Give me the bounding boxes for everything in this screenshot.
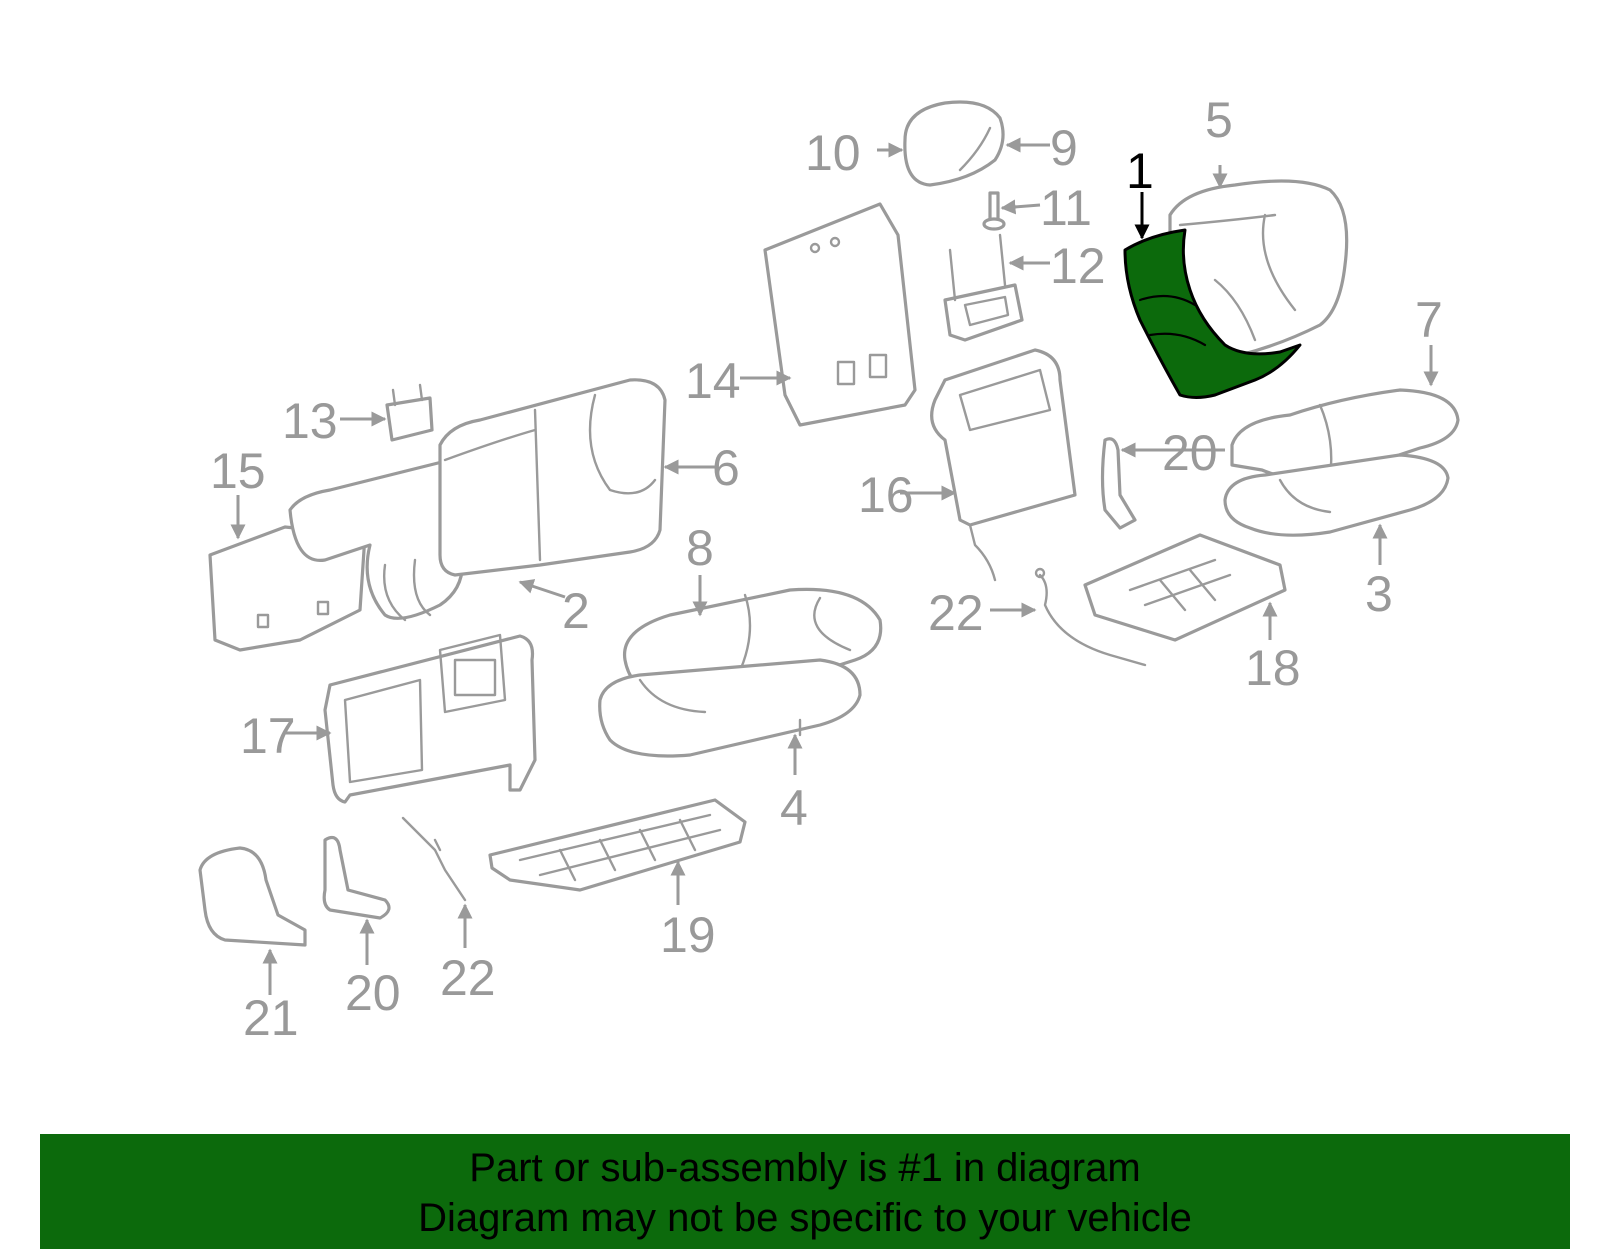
- callout-13[interactable]: 13: [282, 393, 338, 449]
- callout-20-right[interactable]: 20: [1162, 425, 1218, 481]
- banner-part-note: Part or sub-assembly is #1 in diagram: [469, 1146, 1141, 1190]
- callout-20-left[interactable]: 20: [345, 965, 401, 1021]
- callout-8[interactable]: 8: [686, 520, 714, 576]
- part-lever-right: [1100, 437, 1137, 530]
- callout-18[interactable]: 18: [1245, 640, 1301, 696]
- part-seat-pan-left: [488, 798, 747, 892]
- part-clip: [385, 383, 434, 442]
- leader-lines: [230, 137, 1439, 995]
- callout-4[interactable]: 4: [780, 780, 808, 836]
- callout-14[interactable]: 14: [685, 353, 741, 409]
- part-back-panel: [763, 202, 917, 427]
- callouts: 1 2 3 4 5 6 7 8 9 10 11 12 13 14 15 16 1…: [210, 92, 1443, 1046]
- part-side-cover: [198, 846, 307, 947]
- part-seat-back-cover: [438, 378, 667, 577]
- callout-11[interactable]: 11: [1040, 180, 1092, 236]
- callout-22-right[interactable]: 22: [928, 585, 984, 641]
- callout-6[interactable]: 6: [712, 440, 740, 496]
- banner-disclaimer: Diagram may not be specific to your vehi…: [418, 1196, 1192, 1240]
- callout-9[interactable]: 9: [1050, 120, 1078, 176]
- callout-16[interactable]: 16: [858, 467, 914, 523]
- part-headrest-guide: [943, 233, 1024, 342]
- callout-3[interactable]: 3: [1365, 566, 1393, 622]
- callout-17[interactable]: 17: [240, 708, 296, 764]
- callout-2[interactable]: 2: [562, 583, 590, 639]
- part-lever-left: [322, 836, 391, 920]
- part-seat-pan-right: [1083, 533, 1287, 642]
- part-seat-back-frame: [930, 348, 1077, 582]
- part-seat-frame-left: [323, 633, 537, 804]
- part-1-highlighted-seat-back-pad[interactable]: [1123, 228, 1302, 399]
- part-seat-cushion-pad: [598, 658, 862, 758]
- info-banner: Part or sub-assembly is #1 in diagram Di…: [40, 1134, 1570, 1249]
- callout-1[interactable]: 1: [1126, 143, 1154, 199]
- callout-15[interactable]: 15: [210, 443, 266, 499]
- callout-21[interactable]: 21: [243, 990, 299, 1046]
- callout-7[interactable]: 7: [1415, 292, 1443, 348]
- part-cable-right: [1034, 567, 1147, 667]
- callout-19[interactable]: 19: [660, 907, 716, 963]
- callout-22-left[interactable]: 22: [440, 950, 496, 1006]
- part-bolt: [982, 191, 1006, 231]
- callout-5[interactable]: 5: [1205, 92, 1233, 148]
- part-seat-back-cushion: [288, 458, 465, 622]
- callout-10[interactable]: 10: [805, 125, 861, 181]
- callout-12[interactable]: 12: [1050, 238, 1106, 294]
- part-headrest: [903, 100, 1005, 187]
- part-seat-cushion-pad-right: [1223, 453, 1450, 537]
- part-cable-left: [401, 816, 467, 902]
